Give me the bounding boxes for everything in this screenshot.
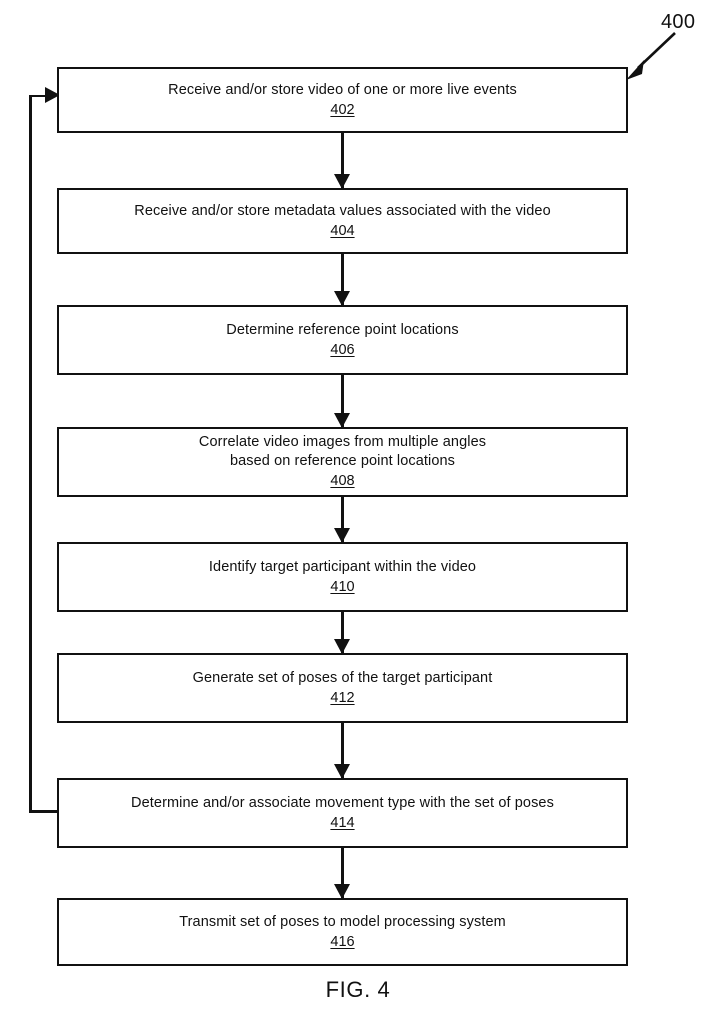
process-node-416[interactable]: Transmit set of poses to model processin… xyxy=(57,898,628,966)
process-node-402-text: Receive and/or store video of one or mor… xyxy=(168,81,517,98)
edge-412-to-414 xyxy=(341,723,344,778)
figure-caption: FIG. 4 xyxy=(325,977,391,1002)
process-node-410[interactable]: Identify target participant within the v… xyxy=(57,542,628,612)
process-node-414[interactable]: Determine and/or associate movement type… xyxy=(57,778,628,848)
process-node-406-ref: 406 xyxy=(330,341,355,358)
process-node-414-ref: 414 xyxy=(330,814,355,831)
edge-408-to-410 xyxy=(341,497,344,542)
process-node-416-ref: 416 xyxy=(330,933,355,950)
feedback-loop-arrowhead-icon xyxy=(45,87,60,103)
edge-414-to-416 xyxy=(341,848,344,898)
process-node-408[interactable]: Correlate video images from multiple ang… xyxy=(57,427,628,497)
process-node-412-ref: 412 xyxy=(330,689,355,706)
edge-404-to-406 xyxy=(341,254,344,305)
process-node-406-text: Determine reference point locations xyxy=(226,321,459,338)
process-node-402-ref: 402 xyxy=(330,101,355,118)
process-node-404[interactable]: Receive and/or store metadata values ass… xyxy=(57,188,628,254)
process-node-412-text: Generate set of poses of the target part… xyxy=(192,669,493,686)
process-node-408-ref: 408 xyxy=(330,473,355,489)
process-node-408-text: Correlate video images from multiple ang… xyxy=(198,434,487,469)
process-node-406[interactable]: Determine reference point locations 406 xyxy=(57,305,628,375)
process-node-402[interactable]: Receive and/or store video of one or mor… xyxy=(57,67,628,133)
process-node-404-text: Receive and/or store metadata values ass… xyxy=(134,202,551,219)
process-node-412[interactable]: Generate set of poses of the target part… xyxy=(57,653,628,723)
edge-406-to-408 xyxy=(341,375,344,427)
feedback-loop-vertical-line xyxy=(29,96,32,813)
feedback-loop-bottom-segment xyxy=(29,810,59,813)
process-node-416-text: Transmit set of poses to model processin… xyxy=(179,913,506,930)
process-node-410-ref: 410 xyxy=(330,578,355,595)
feedback-loop-top-segment xyxy=(29,94,51,97)
edge-410-to-412 xyxy=(341,612,344,653)
diagonal-arrow-icon xyxy=(626,32,676,80)
process-node-404-ref: 404 xyxy=(330,222,355,239)
process-node-410-text: Identify target participant within the v… xyxy=(208,558,477,575)
edge-402-to-404 xyxy=(341,133,344,188)
figure-callout-label: 400 xyxy=(661,11,696,33)
process-node-414-text: Determine and/or associate movement type… xyxy=(131,794,554,811)
